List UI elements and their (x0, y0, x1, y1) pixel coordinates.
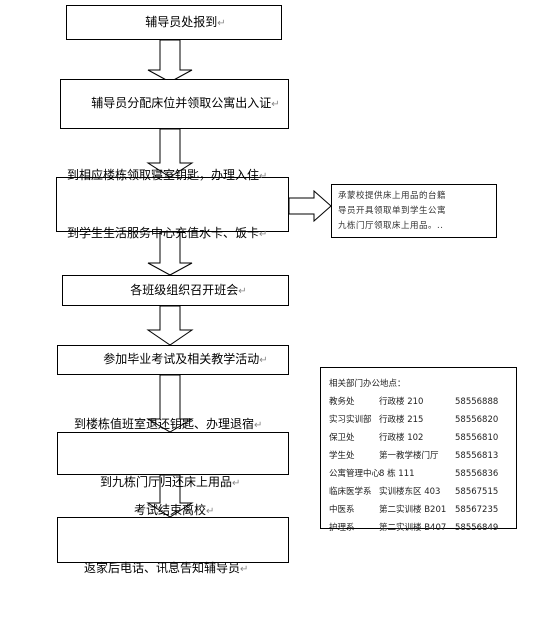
right-arrow (288, 189, 332, 223)
step-6-line-1: 到楼栋值班室退还钥匙、办理退宿 (74, 416, 255, 431)
contact-row: 临床医学系实训楼东区 403 58567515 (329, 483, 508, 501)
flow-arrows (146, 39, 332, 518)
contact-row: 中医系 第二实训楼 B201 58567235 (329, 501, 508, 519)
step-2-box: 辅导员分配床位并领取公寓出入证↵ (60, 79, 289, 129)
step-3-line-2: 到学生生活服务中心充值水卡、饭卡 (67, 225, 260, 240)
step-5-text: 参加毕业考试及相关教学活动 (103, 352, 260, 366)
contact-place: 8 栋 111 (379, 469, 415, 479)
paragraph-mark: ↵ (259, 170, 268, 182)
contact-phone: 58556849 (455, 523, 499, 533)
contact-place: 第一教学楼门厅 (379, 451, 439, 461)
contact-place: 第二实训楼 B201 (379, 505, 447, 515)
contact-place: 行政楼 215 (379, 415, 424, 425)
contact-row: 护理系 第二实训楼 B407 58556849 (329, 519, 508, 537)
contact-row: 保卫处 行政楼 102 58556810 (329, 429, 508, 447)
contact-place: 实训楼东区 403 (379, 487, 441, 497)
step-7-box: 考试结束离校↵ 返家后电话、讯息告知辅导员↵ (57, 503, 289, 575)
contacts-list: 教务处 行政楼 210 58556888 实习实训部行政楼 215 58556820 保卫… (329, 393, 508, 537)
contact-place: 行政楼 102 (379, 433, 424, 443)
paragraph-mark: ↵ (259, 355, 268, 366)
contact-dept: 护理系 (329, 523, 355, 533)
paragraph-mark: ↵ (254, 419, 263, 431)
contact-dept: 临床医学系 (329, 487, 372, 497)
contacts-box: 相关部门办公地点： 教务处 行政楼 210 58556888 实习实训部行政楼 215… (320, 367, 517, 533)
contact-phone: 58567515 (455, 487, 499, 497)
contact-phone: 58556820 (455, 415, 499, 425)
step-4-box: 各班级组织召开班会↵ (62, 275, 289, 306)
step-4-text: 各班级组织召开班会 (130, 282, 239, 297)
contact-dept: 实习实训部 (329, 415, 372, 425)
contact-dept: 公寓管理中心 (329, 469, 381, 479)
contact-phone: 58556836 (455, 469, 499, 479)
step-7-line-1: 考试结束离校 (134, 503, 207, 517)
paragraph-mark: ↵ (271, 99, 280, 110)
down-arrow-1 (147, 39, 193, 83)
down-arrow-6 (146, 474, 194, 518)
step-2-text: 辅导员分配床位并领取公寓出入证 (91, 96, 272, 110)
step-6-box: 到楼栋值班室退还钥匙、办理退宿↵ 到九栋门厅归还床上用品↵ (57, 417, 289, 489)
contact-dept: 中医系 (329, 505, 355, 515)
step-7-line-2: 返家后电话、讯息告知辅导员 (84, 561, 241, 575)
down-arrow-3 (147, 231, 193, 276)
paragraph-mark: ↵ (217, 17, 226, 29)
paragraph-mark: ↵ (259, 228, 268, 240)
paragraph-mark: ↵ (240, 564, 249, 575)
contact-row: 教务处 行政楼 210 58556888 (329, 393, 508, 411)
paragraph-mark: ↵ (238, 285, 247, 297)
contact-dept: 学生处 (329, 451, 355, 461)
step-5-box: 参加毕业考试及相关教学活动↵ (57, 345, 289, 375)
contacts-title: 相关部门办公地点： (329, 379, 406, 389)
contact-phone: 58567235 (455, 505, 499, 515)
contact-place: 第二实训楼 B407 (379, 523, 447, 533)
step-1-text: 辅导员处报到 (145, 14, 218, 29)
contact-row: 实习实训部行政楼 215 58556820 (329, 411, 508, 429)
contact-phone: 58556888 (455, 397, 499, 407)
step-3-box: 到相应楼栋领取寝室钥匙，办理入住↵ 到学生生活服务中心充值水卡、饭卡↵ (56, 168, 289, 240)
contact-phone: 58556813 (455, 451, 499, 461)
contact-dept: 保卫处 (329, 433, 355, 443)
down-arrow-4 (146, 305, 194, 346)
down-arrow-5 (146, 374, 194, 433)
step-3-line-1: 到相应楼栋领取寝室钥匙，办理入住 (67, 167, 260, 182)
paragraph-mark: ↵ (206, 506, 215, 517)
contact-row: 学生处 第一教学楼门厅 58556813 (329, 447, 508, 465)
side-note-box: 承蒙校提供床上用品的台籍 导员开具领取单到学生公寓 九栋门厅领取床上用品。.. (331, 184, 497, 238)
step-1-box: 辅导员处报到↵ (66, 5, 282, 40)
contact-phone: 58556810 (455, 433, 499, 443)
contact-place: 行政楼 210 (379, 397, 424, 407)
step-6-line-2: 到九栋门厅归还床上用品 (100, 474, 233, 489)
paragraph-mark: ↵ (232, 477, 241, 489)
side-note-line-1: 承蒙校提供床上用品的台籍 (338, 191, 447, 201)
side-note-line-3: 九栋门厅领取床上用品。.. (338, 221, 444, 231)
down-arrow-2 (146, 128, 194, 178)
contact-dept: 教务处 (329, 397, 355, 407)
side-note-line-2: 导员开具领取单到学生公寓 (338, 206, 447, 216)
